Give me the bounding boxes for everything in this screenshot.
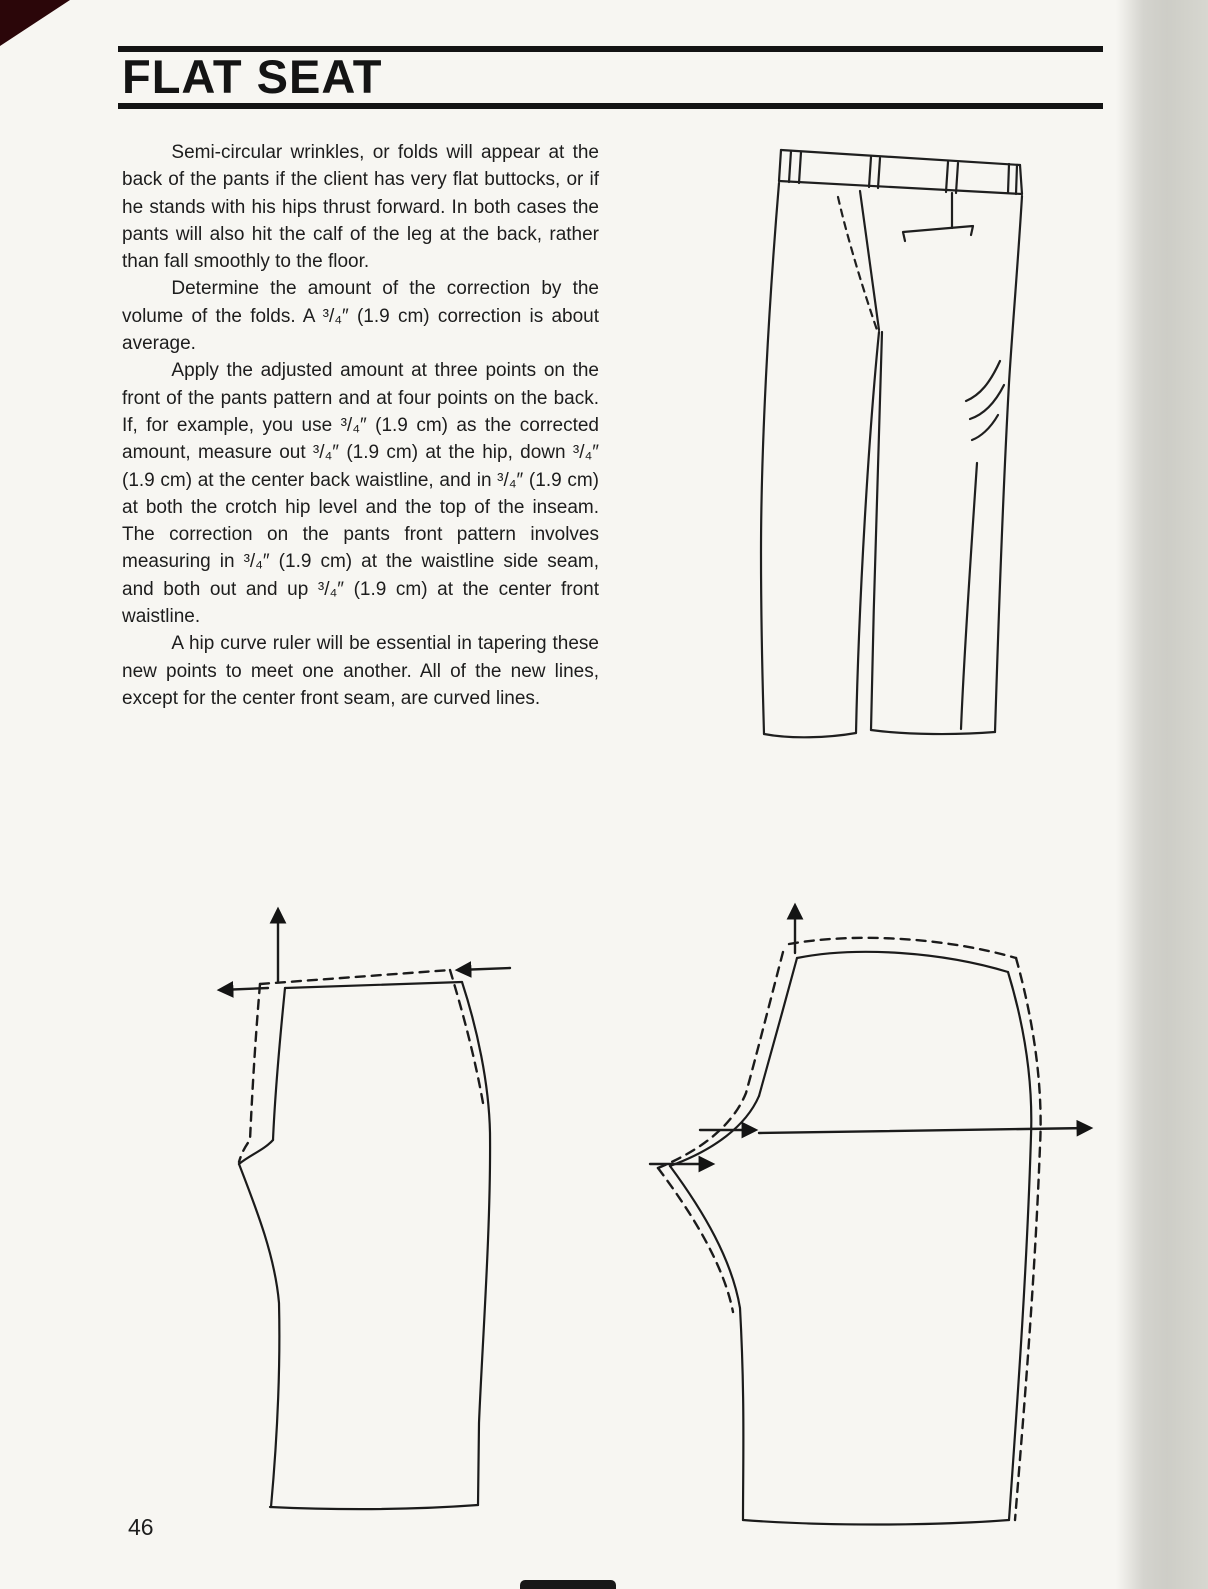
scan-artifact-bottom: [520, 1580, 616, 1589]
right-outer-seam: [993, 194, 1024, 734]
belt-loops: [787, 149, 1019, 230]
front-pattern-outline: [237, 980, 492, 1511]
front-correction-dashed: [237, 968, 485, 1164]
left-inner-seam: [854, 330, 881, 735]
page-title: FLAT SEAT: [122, 50, 383, 103]
paragraph-1: Semi-circular wrinkles, or folds will ap…: [122, 142, 599, 273]
seat-wrinkle-folds: [964, 359, 1006, 442]
center-back-seam-dashed: [836, 195, 879, 332]
correction-arrows: [216, 906, 512, 998]
arrow-left-sideseam-icon: [454, 961, 512, 978]
page-number: 46: [128, 1514, 154, 1540]
arrow-left-waist-icon: [216, 981, 270, 998]
right-hem: [869, 728, 997, 736]
back-correction-dashed: [656, 936, 1042, 1522]
left-outer-seam: [759, 181, 781, 736]
scan-artifact-corner: [0, 0, 70, 46]
header-rule-top: [118, 46, 1103, 52]
header-rule-under: [118, 103, 1103, 109]
paragraph-2: Determine the amount of the correction b…: [122, 278, 599, 355]
back-pattern-outline: [668, 950, 1033, 1526]
left-hem: [762, 731, 858, 739]
front-pattern-diagram: [216, 906, 512, 1511]
hip-level-line: [757, 1119, 1094, 1137]
paragraph-3: Apply the adjusted amount at three point…: [122, 360, 599, 628]
pants-back-view-illustration: [759, 148, 1024, 739]
scan-gutter-shadow: [1116, 0, 1208, 1589]
article-text: Semi-circular wrinkles, or folds will ap…: [122, 139, 599, 712]
right-leg-crease: [959, 461, 979, 731]
back-pattern-diagram: [648, 902, 1094, 1526]
back-pocket-welt: [901, 224, 975, 243]
correction-arrows: [648, 902, 804, 1173]
right-inner-seam: [869, 330, 884, 732]
waistband: [777, 148, 1024, 196]
paragraph-4: A hip curve ruler will be essential in t…: [122, 633, 599, 709]
center-back-seam: [858, 189, 881, 332]
